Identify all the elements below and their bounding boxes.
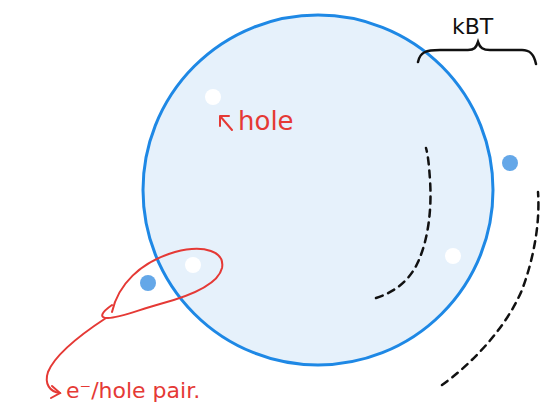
dashed-outer-curve [442,192,538,385]
pair-leader-head [51,386,60,398]
hole-dot [205,89,221,105]
annotation-label: hole [238,106,294,136]
hole-dot [185,257,201,273]
electron-dot [140,275,156,291]
dashed-inner-curve [376,148,431,298]
brace [418,42,536,64]
annotation-label: kBT [452,14,493,39]
pair-loop [102,249,222,318]
hole-dot [445,248,461,264]
fermi-sphere [143,15,493,365]
hole-arrow [220,116,232,130]
annotation-label: e⁻/hole pair. [66,378,200,403]
electron-dot [502,155,518,171]
